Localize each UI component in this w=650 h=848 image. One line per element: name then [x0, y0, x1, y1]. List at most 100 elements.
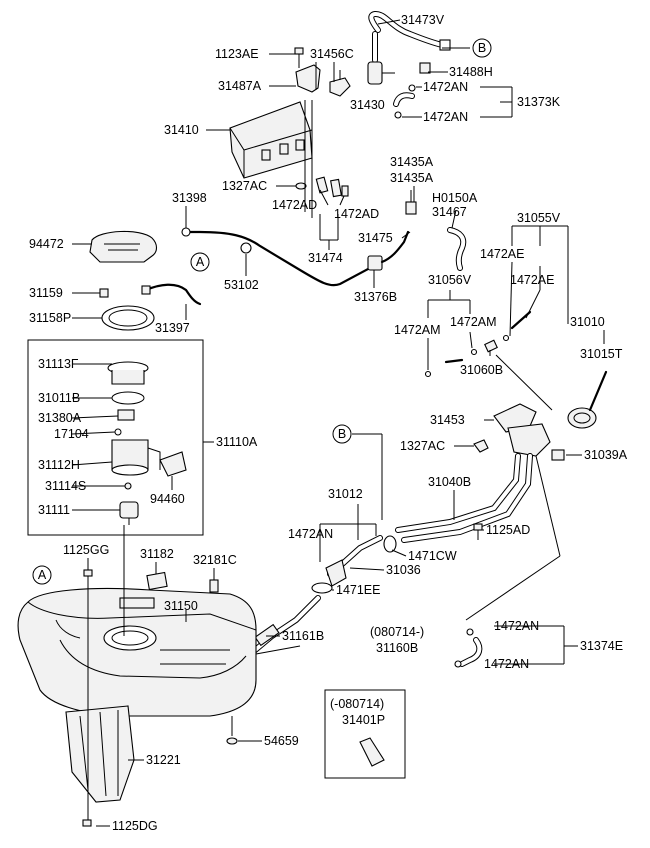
filler-cover-31453	[493, 403, 537, 433]
label-31435a-b: 31435A	[390, 171, 434, 185]
label-31398: 31398	[172, 191, 207, 205]
bracket-31456c	[329, 70, 351, 97]
label-1472ad-b: 1472AD	[334, 207, 379, 221]
canister-31410	[229, 101, 313, 179]
label-31110a: 31110A	[216, 435, 258, 449]
bolt-1125dg	[82, 819, 92, 827]
fuel-cap-31010	[567, 370, 608, 429]
connector-a-bottom: A	[32, 565, 52, 585]
shield-31221	[65, 705, 135, 803]
connector-b-mid: B	[332, 424, 352, 444]
label-31036: 31036	[386, 563, 421, 577]
label-31430: 31430	[350, 98, 385, 112]
valve-31430	[367, 61, 395, 85]
label-31011b: 31011B	[38, 391, 80, 405]
label-17104: 17104	[54, 427, 89, 441]
bolt-1123ae	[294, 47, 304, 68]
label-h0150a: H0150A	[432, 191, 478, 205]
fuel-tank-31150	[17, 587, 257, 717]
label-31112h: 31112H	[38, 458, 80, 472]
label-31182: 31182	[140, 547, 174, 561]
label-31150: 31150	[164, 599, 198, 613]
hose-31373k	[393, 84, 416, 119]
label-31474: 31474	[308, 251, 343, 265]
label-31161b: 31161B	[282, 629, 324, 643]
label-31055v: 31055V	[517, 211, 561, 225]
label-080714: (080714-)	[370, 625, 424, 639]
connector-b-top-label: B	[478, 41, 486, 55]
hose-31467	[447, 227, 467, 271]
clamp-1471ee	[311, 582, 333, 594]
valve-31435a	[405, 190, 417, 215]
label-1327ac-b: 1327AC	[400, 439, 445, 453]
nut-1327ac-bottom	[473, 439, 489, 453]
vent-hose-31473v	[368, 11, 451, 63]
connector-b-top: B	[472, 38, 492, 58]
connector-a-top-label: A	[196, 255, 205, 269]
label-31114s: 31114S	[45, 479, 86, 493]
hoses-31474	[315, 176, 349, 198]
label-54659: 54659	[264, 734, 299, 748]
label-1472an-d: 1472AN	[494, 619, 539, 633]
inset-box-31401p	[324, 689, 406, 779]
label-1472an-b: 1472AN	[423, 110, 468, 124]
hose-31036	[325, 535, 383, 587]
label-31158p: 31158P	[29, 311, 71, 325]
label-1472an-c: 1472AN	[288, 527, 333, 541]
label-31159: 31159	[29, 286, 63, 300]
label-31160b: 31160B	[376, 641, 418, 655]
tube-31398	[181, 227, 410, 287]
label-31401p: 31401P	[342, 713, 385, 727]
plate-31158p	[101, 305, 155, 331]
label-1123ae: 1123AE	[215, 47, 259, 61]
label-31488h: 31488H	[449, 65, 493, 79]
label-31111: 31111	[38, 503, 70, 517]
label-32181c: 32181C	[193, 553, 237, 567]
label-1125dg: 1125DG	[112, 819, 158, 833]
label-1472an-e: 1472AN	[484, 657, 529, 671]
bracket-31487a	[295, 64, 321, 93]
bolt-1125gg	[83, 569, 93, 577]
label-31380a: 31380A	[38, 411, 82, 425]
label-1125ad: 1125AD	[486, 523, 530, 537]
label-1472am-a: 1472AM	[394, 323, 441, 337]
label-1472ae-b: 1472AE	[510, 273, 554, 287]
cover-94472	[89, 230, 158, 263]
label-1471ee: 1471EE	[336, 583, 380, 597]
label-31467: 31467	[432, 205, 467, 219]
clamp-1471cw	[383, 535, 397, 553]
label-31040b: 31040B	[428, 475, 471, 489]
label-31397: 31397	[155, 321, 190, 335]
label-31456c: 31456C	[310, 47, 354, 61]
bolt-1125ad	[473, 523, 483, 540]
label-31374e: 31374E	[580, 639, 623, 653]
label-31475: 31475	[358, 231, 393, 245]
sensor-31159	[99, 283, 202, 306]
filler-pipe-31040b	[395, 423, 565, 543]
label-31373k: 31373K	[517, 95, 561, 109]
label-31113f: 31113F	[38, 357, 79, 371]
label-94472: 94472	[29, 237, 64, 251]
pump-module-31110a	[27, 339, 204, 536]
label-1327ac-a: 1327AC	[222, 179, 267, 193]
label-1472an-a: 1472AN	[423, 80, 468, 94]
label-31487a: 31487A	[218, 79, 262, 93]
label-31039a: 31039A	[584, 448, 628, 462]
hose-31374e	[454, 628, 483, 668]
connector-b-mid-label: B	[338, 427, 346, 441]
label-31010: 31010	[570, 315, 605, 329]
label-94460: 94460	[150, 492, 185, 506]
nut-54659	[226, 737, 238, 745]
pad-31182	[146, 571, 168, 591]
label-31060b: 31060B	[460, 363, 503, 377]
label-1472ad-a: 1472AD	[272, 198, 317, 212]
label-53102: 53102	[224, 278, 259, 292]
clip-31488h	[419, 62, 431, 74]
label-1472am-b: 1472AM	[450, 315, 497, 329]
label-31015t: 31015T	[580, 347, 623, 361]
label-31012: 31012	[328, 487, 363, 501]
label-1472ae-a: 1472AE	[480, 247, 524, 261]
label-31056v: 31056V	[428, 273, 472, 287]
leader-lines	[71, 19, 605, 827]
